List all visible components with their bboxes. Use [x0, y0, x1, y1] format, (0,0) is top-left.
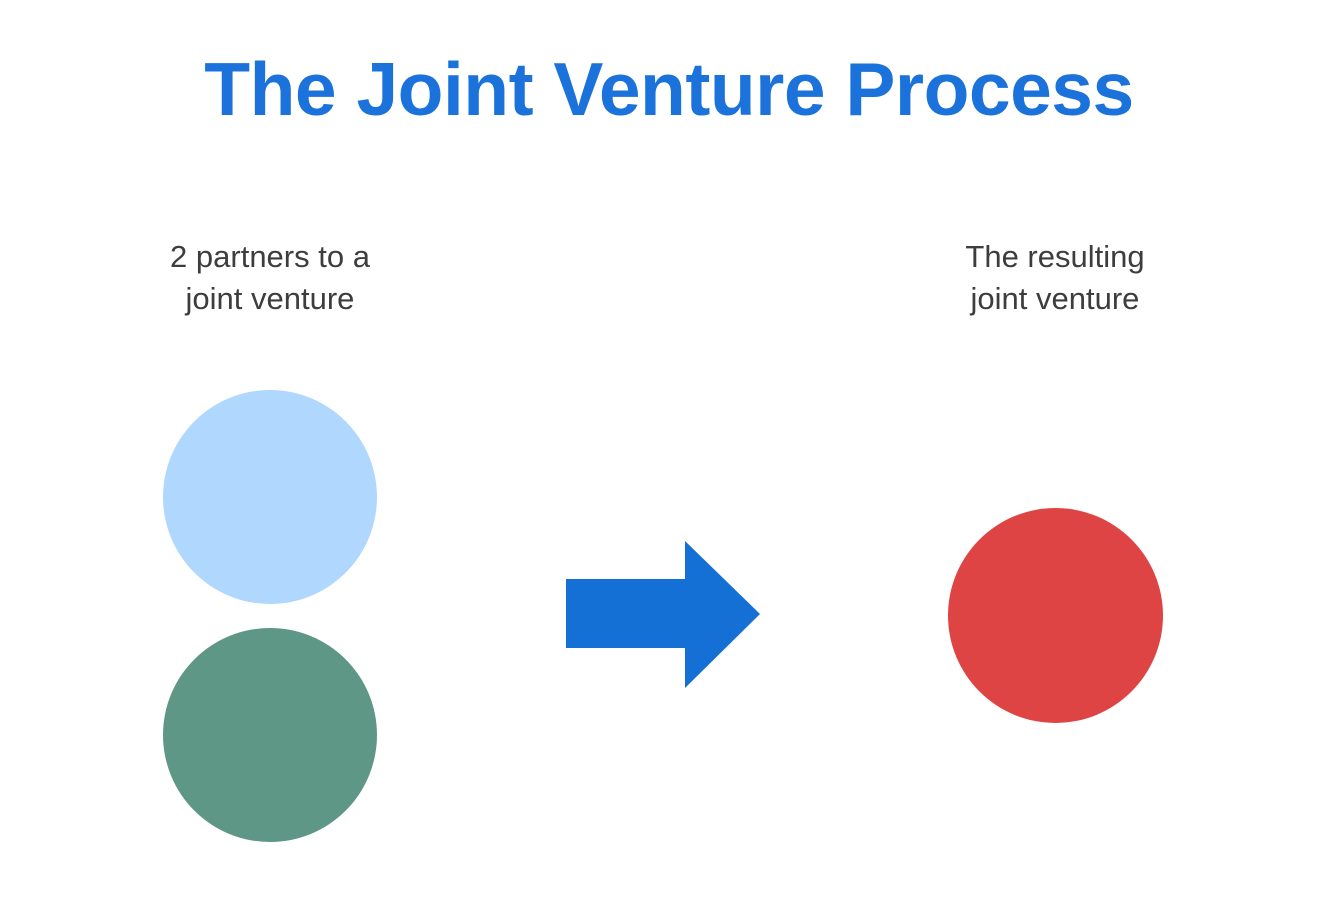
partner-b-circle	[163, 628, 377, 842]
left-caption-line-2: joint venture	[185, 281, 355, 316]
right-caption-line-2: joint venture	[970, 281, 1140, 316]
left-group-caption: 2 partners to a joint venture	[120, 236, 420, 320]
page-title: The Joint Venture Process	[204, 47, 1134, 131]
process-arrow-icon	[560, 535, 770, 695]
partner-a-circle	[163, 390, 377, 604]
arrow-right-shape	[566, 541, 760, 688]
joint-venture-circle	[947, 507, 1163, 723]
right-group-caption: The resulting joint venture	[905, 236, 1205, 320]
left-caption-line-1: 2 partners to a	[170, 239, 370, 274]
right-caption-line-1: The resulting	[965, 239, 1145, 274]
